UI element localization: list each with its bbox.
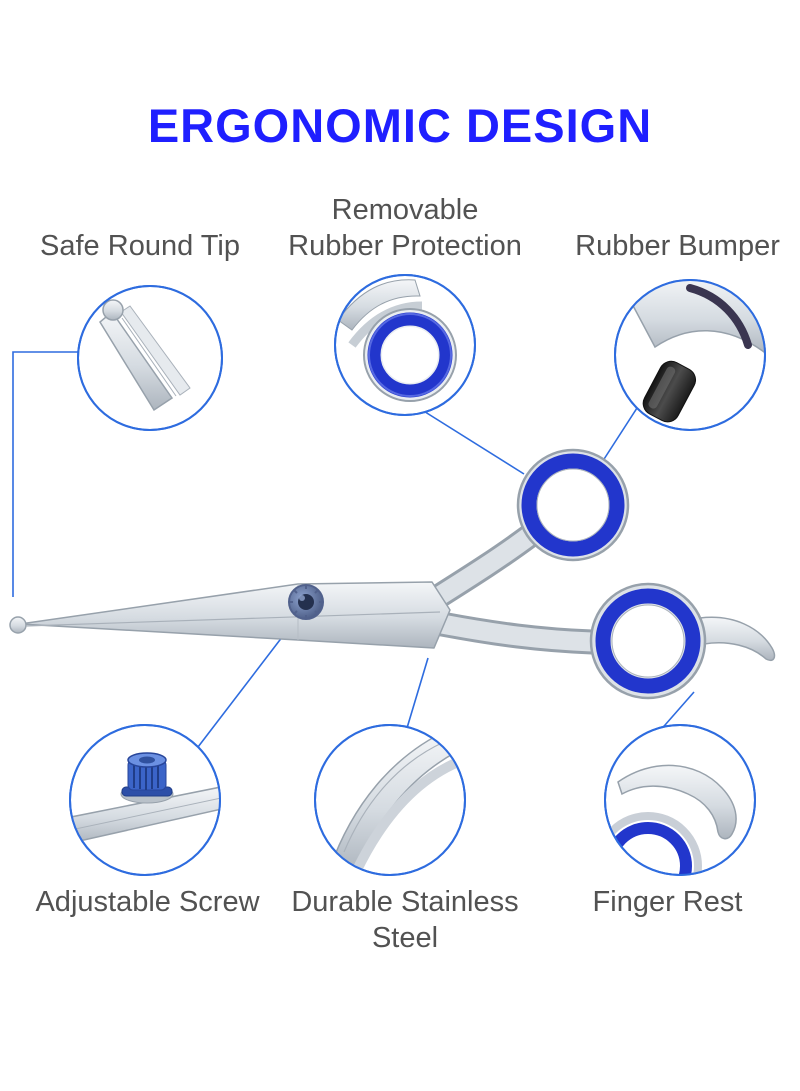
label-adjustable-screw: Adjustable Screw	[15, 884, 280, 920]
round-tip-part	[9, 616, 27, 634]
label-line: Durable Stainless	[291, 886, 519, 918]
callout-adjustable-screw	[69, 724, 221, 876]
scissors-illustration	[9, 448, 776, 700]
page-title: ERGONOMIC DESIGN	[147, 99, 653, 152]
leader-safe-round-tip	[12, 351, 80, 597]
finger-rest-part	[699, 616, 776, 661]
label-removable-rubber-protection: Removable Rubber Protection	[265, 192, 545, 264]
label-line: Rubber Bumper	[575, 230, 780, 262]
callout-durable-stainless-steel	[314, 724, 466, 876]
callout-rubber-bumper	[614, 279, 766, 431]
callout-safe-round-tip	[77, 285, 223, 431]
label-finger-rest: Finger Rest	[550, 884, 785, 920]
lower-handle-ring	[589, 582, 707, 700]
screw-part	[288, 584, 324, 620]
leader-durable-stainless-steel	[406, 657, 429, 729]
label-line: Finger Rest	[592, 886, 743, 918]
callout-finger-rest	[604, 724, 756, 876]
blade-part	[19, 581, 451, 649]
upper-handle-ring	[516, 448, 630, 562]
label-line: Safe Round Tip	[40, 230, 240, 262]
label-durable-stainless-steel: Durable Stainless Steel	[275, 884, 535, 956]
label-line: Steel	[371, 922, 439, 954]
label-line: Removable	[331, 194, 479, 226]
label-line: Adjustable Screw	[35, 886, 260, 918]
label-rubber-bumper: Rubber Bumper	[555, 228, 800, 264]
label-line: Rubber Protection	[288, 230, 522, 262]
leader-removable-rubber-protection	[421, 409, 525, 475]
callout-removable-rubber-protection	[334, 274, 476, 416]
label-safe-round-tip: Safe Round Tip	[10, 228, 270, 264]
